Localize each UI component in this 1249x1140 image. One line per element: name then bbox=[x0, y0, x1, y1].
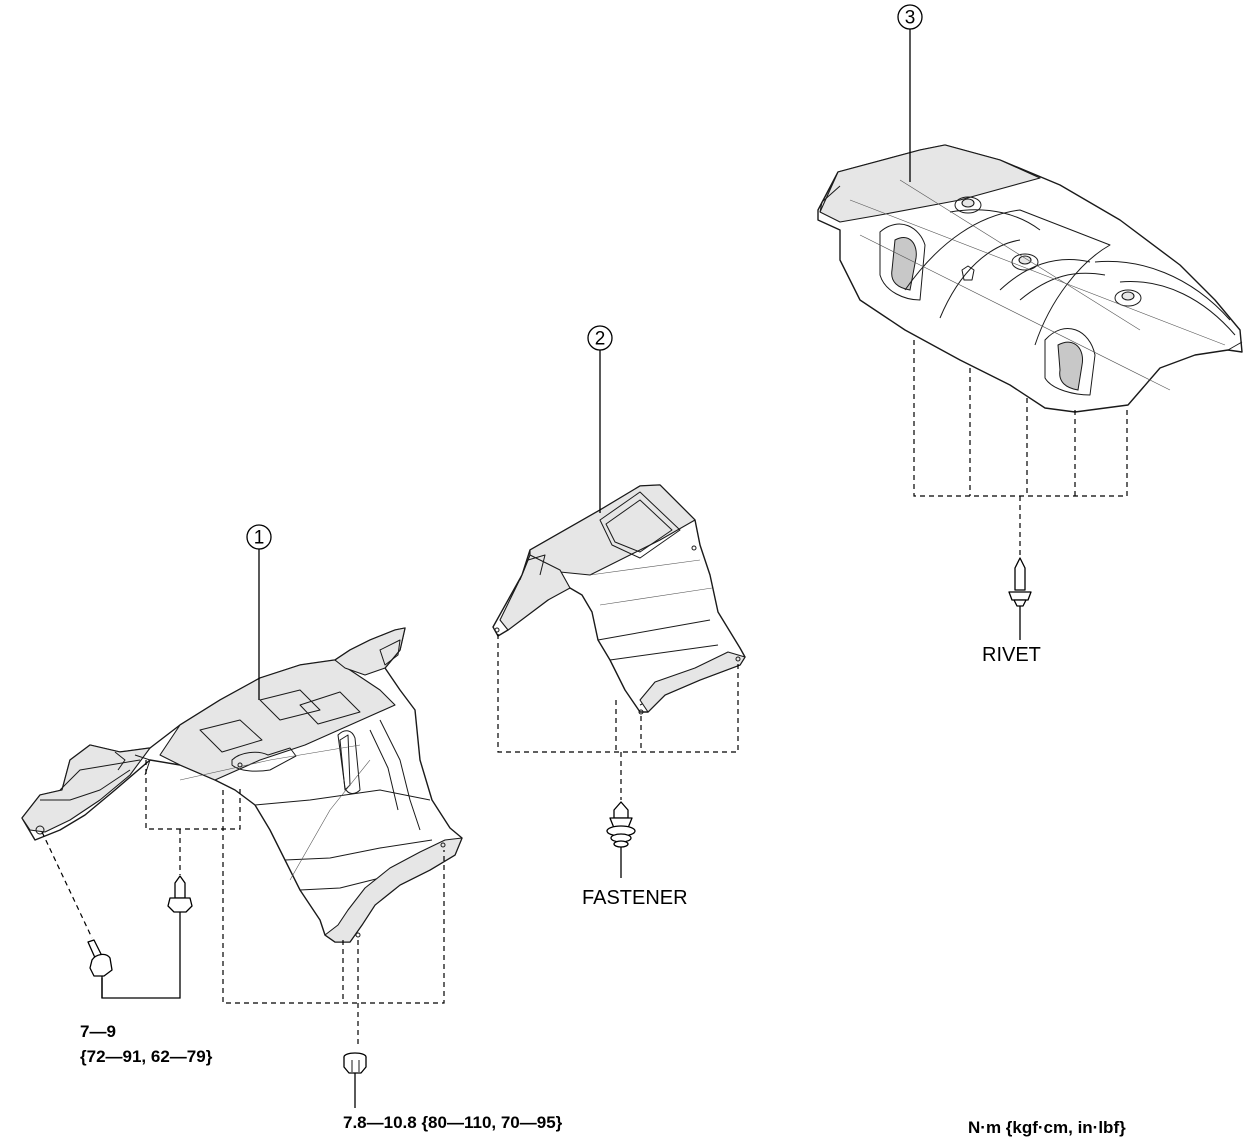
bolt-icon bbox=[87, 939, 113, 998]
fastener-icon bbox=[606, 801, 636, 878]
part-number-3: 3 bbox=[905, 8, 916, 29]
part-2-insulator bbox=[492, 484, 746, 715]
part-3-insulator bbox=[817, 144, 1243, 413]
nut-icon bbox=[343, 1052, 367, 1108]
part-number-1-callout: 1 bbox=[246, 524, 272, 700]
part-number-2-callout: 2 bbox=[587, 325, 613, 513]
rivet-label: RIVET bbox=[982, 644, 1041, 666]
part-1-insulator bbox=[21, 627, 463, 943]
part-2-fastening-lines bbox=[497, 634, 739, 800]
part-1-fastening-lines bbox=[41, 760, 445, 1048]
torque-unit-legend: N·m {kgf·cm, in·lbf} bbox=[968, 1118, 1126, 1137]
fastener-label: FASTENER bbox=[582, 887, 688, 909]
bolt-torque-nm: 7—9 bbox=[80, 1022, 116, 1041]
rivet-icon bbox=[1008, 557, 1032, 640]
part-3-fastening-lines bbox=[913, 340, 1128, 556]
part-number-2: 2 bbox=[595, 329, 606, 350]
part-number-1: 1 bbox=[254, 528, 265, 549]
bolt-torque-imperial: {72—91, 62—79} bbox=[80, 1047, 213, 1066]
part-number-3-callout: 3 bbox=[897, 4, 923, 182]
bolt-icon bbox=[101, 875, 193, 999]
nut-torque: 7.8—10.8 {80—110, 70—95} bbox=[343, 1113, 563, 1132]
